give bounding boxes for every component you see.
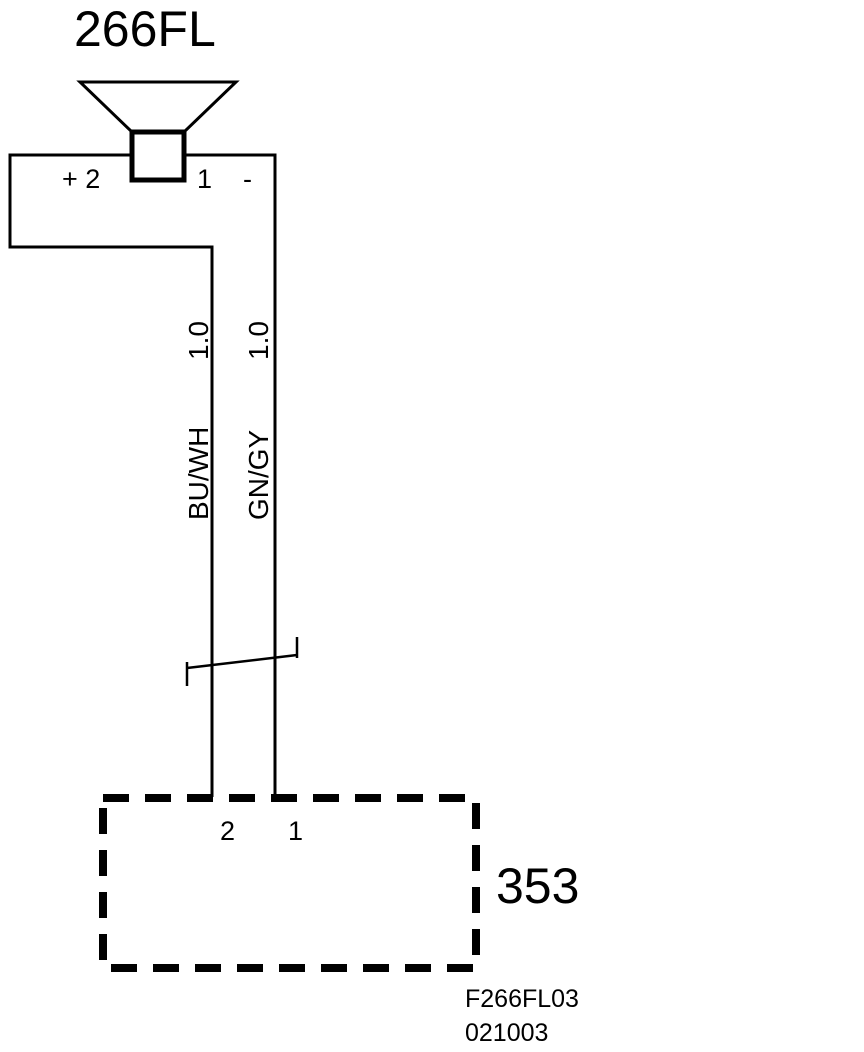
twisted-pair-marker — [185, 637, 299, 686]
footer-date-label: 021003 — [465, 1019, 548, 1047]
wire-bu-wh-color-label: BU/WH — [183, 427, 214, 520]
wire-gn-gy — [184, 153, 277, 797]
module-id-label: 353 — [496, 858, 579, 914]
wire-gn-gy-size-label: 1.0 — [243, 321, 274, 360]
speaker-id-label: 266FL — [74, 1, 216, 57]
footer-code-label: F266FL03 — [465, 985, 579, 1013]
wire-bu-wh — [8, 153, 214, 797]
module-pin-right-label: 1 — [288, 816, 303, 846]
speaker-pin-plus-label: + 2 — [62, 164, 100, 194]
wire-paths — [8, 153, 277, 797]
speaker-icon — [76, 80, 240, 183]
wire-gn-gy-color-label: GN/GY — [243, 429, 274, 520]
module-box — [99, 794, 480, 972]
wire-bu-wh-size-label: 1.0 — [183, 321, 214, 360]
speaker-pin-minus-number-label: 1 — [197, 164, 212, 194]
speaker-pin-minus-sign-label: - — [243, 164, 252, 194]
module-pin-left-label: 2 — [220, 816, 235, 846]
